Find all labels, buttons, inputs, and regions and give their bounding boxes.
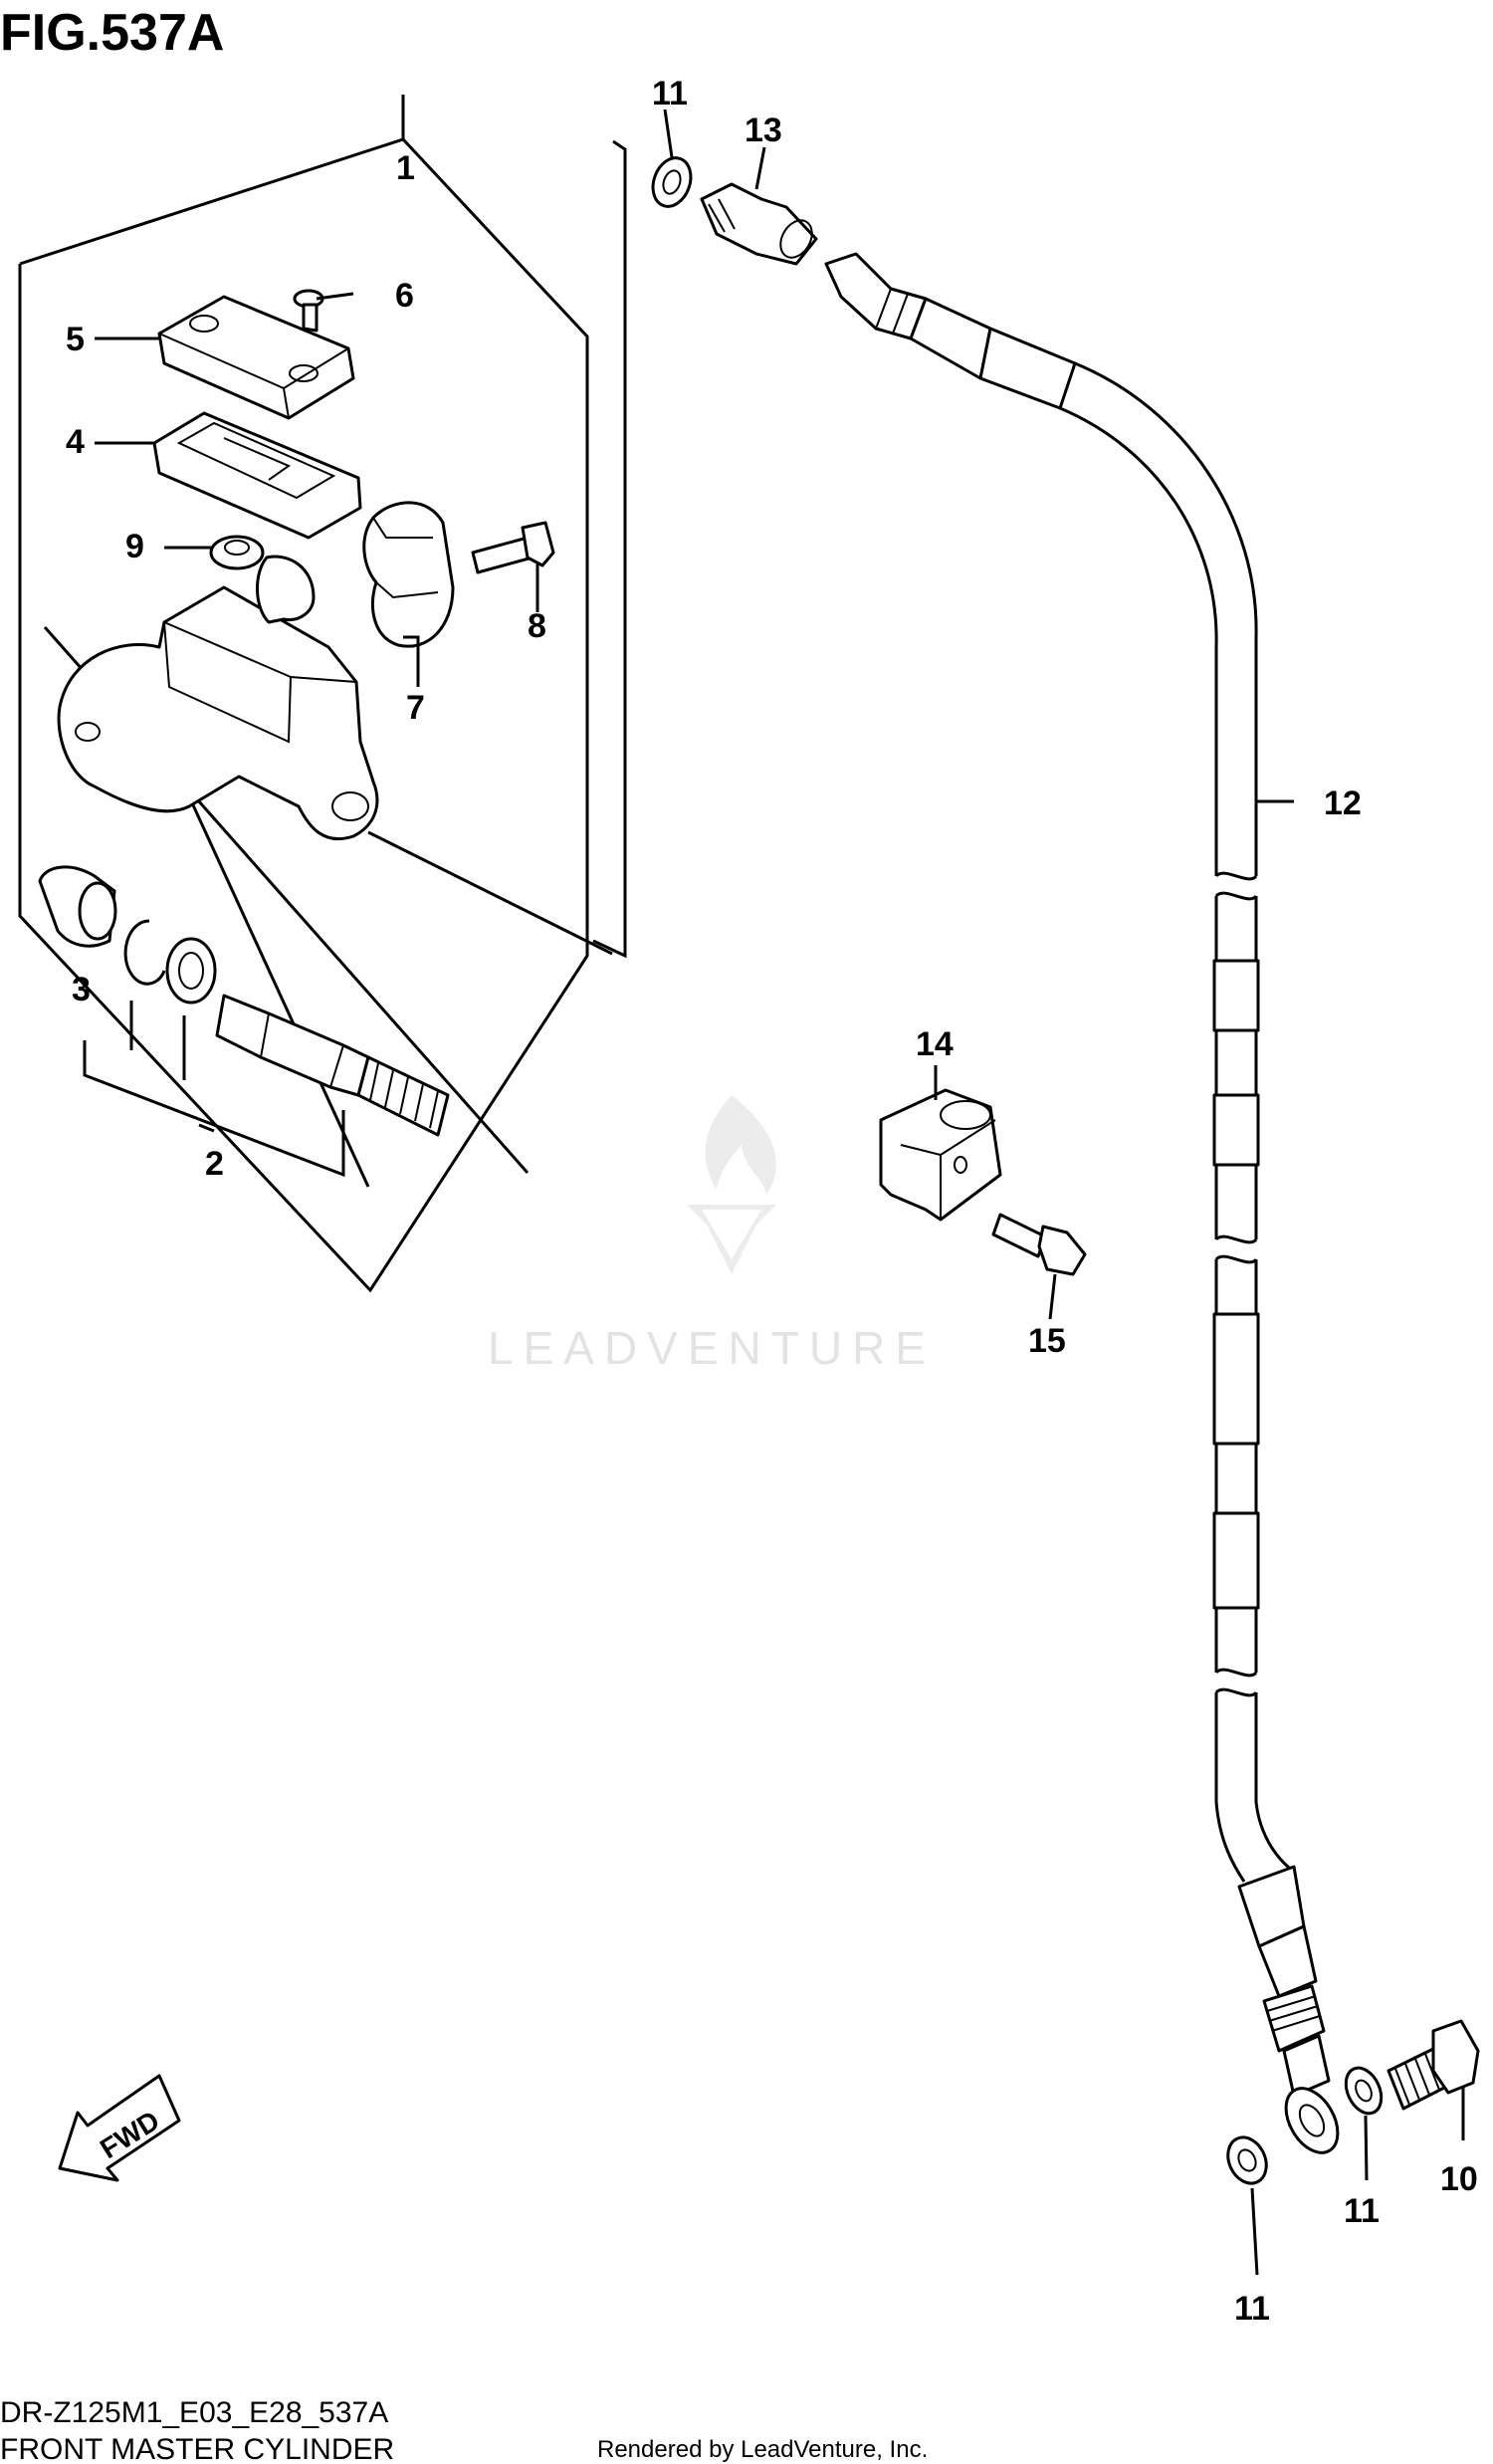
- watermark: LEADVENTURE: [488, 1095, 936, 1374]
- reservoir-cap: [157, 295, 355, 420]
- piston: [215, 994, 450, 1137]
- callouts: 1 2 3 4 5 6 7 8 9 10 11 11 11 12 13 14 1…: [66, 75, 1478, 2328]
- piston-kit-bracket: [83, 1001, 345, 1178]
- gasket-washer-left: [1226, 2135, 1268, 2185]
- callout-6: 6: [395, 277, 414, 315]
- brake-hose: [978, 327, 1331, 2098]
- hose-end-fitting-upper: [824, 252, 992, 380]
- washer-seal: [165, 937, 217, 1005]
- callout-12: 12: [1324, 784, 1362, 822]
- boot: [38, 865, 117, 948]
- cap-screw: [293, 289, 324, 333]
- leader-lines: [95, 109, 1465, 2276]
- fwd-arrow: FWD: [58, 2074, 181, 2182]
- diaphragm: [152, 411, 362, 540]
- figure-title: FIG.537A: [0, 4, 224, 62]
- circlip: [123, 919, 166, 986]
- watermark-v-icon: [687, 1205, 776, 1274]
- assembly-bracket: [592, 139, 627, 959]
- union-bolt: [1386, 2019, 1480, 2111]
- callout-1: 1: [396, 149, 415, 187]
- gasket-washer-right: [1344, 2066, 1384, 2116]
- callout-4: 4: [66, 423, 85, 461]
- callout-5: 5: [66, 321, 85, 358]
- callout-11-right: 11: [1344, 2192, 1380, 2230]
- model-code: DR-Z125M1_E03_E28_537A: [0, 2396, 388, 2429]
- callout-2: 2: [205, 1145, 224, 1183]
- hose-fitting: [700, 182, 818, 266]
- clamp-bolt: [991, 1213, 1087, 1276]
- render-credit: Rendered by LeadVenture, Inc.: [597, 2436, 928, 2463]
- callout-9: 9: [125, 528, 144, 565]
- callout-3: 3: [72, 971, 91, 1008]
- callout-15: 15: [1028, 1322, 1066, 1360]
- callout-7: 7: [406, 689, 425, 727]
- gasket-washer-upper: [651, 156, 693, 208]
- fwd-arrow-icon: [58, 2074, 181, 2182]
- figure-name: FRONT MASTER CYLINDER: [0, 2433, 394, 2464]
- holder-bolt: [471, 521, 555, 574]
- holder: [362, 501, 455, 648]
- callout-8: 8: [528, 607, 546, 645]
- callout-14: 14: [916, 1025, 954, 1063]
- callout-10: 10: [1440, 2160, 1478, 2198]
- watermark-text: LEADVENTURE: [488, 1322, 936, 1374]
- callout-11-bottom: 11: [1234, 2290, 1270, 2328]
- callout-11-upper: 11: [652, 75, 688, 112]
- hose-clamp: [879, 1088, 1002, 1222]
- callout-13: 13: [745, 112, 782, 149]
- master-cylinder-body: [57, 555, 379, 841]
- watermark-flame-icon: [705, 1095, 776, 1195]
- grommet: [209, 535, 265, 570]
- banjo-fitting: [1284, 2087, 1340, 2154]
